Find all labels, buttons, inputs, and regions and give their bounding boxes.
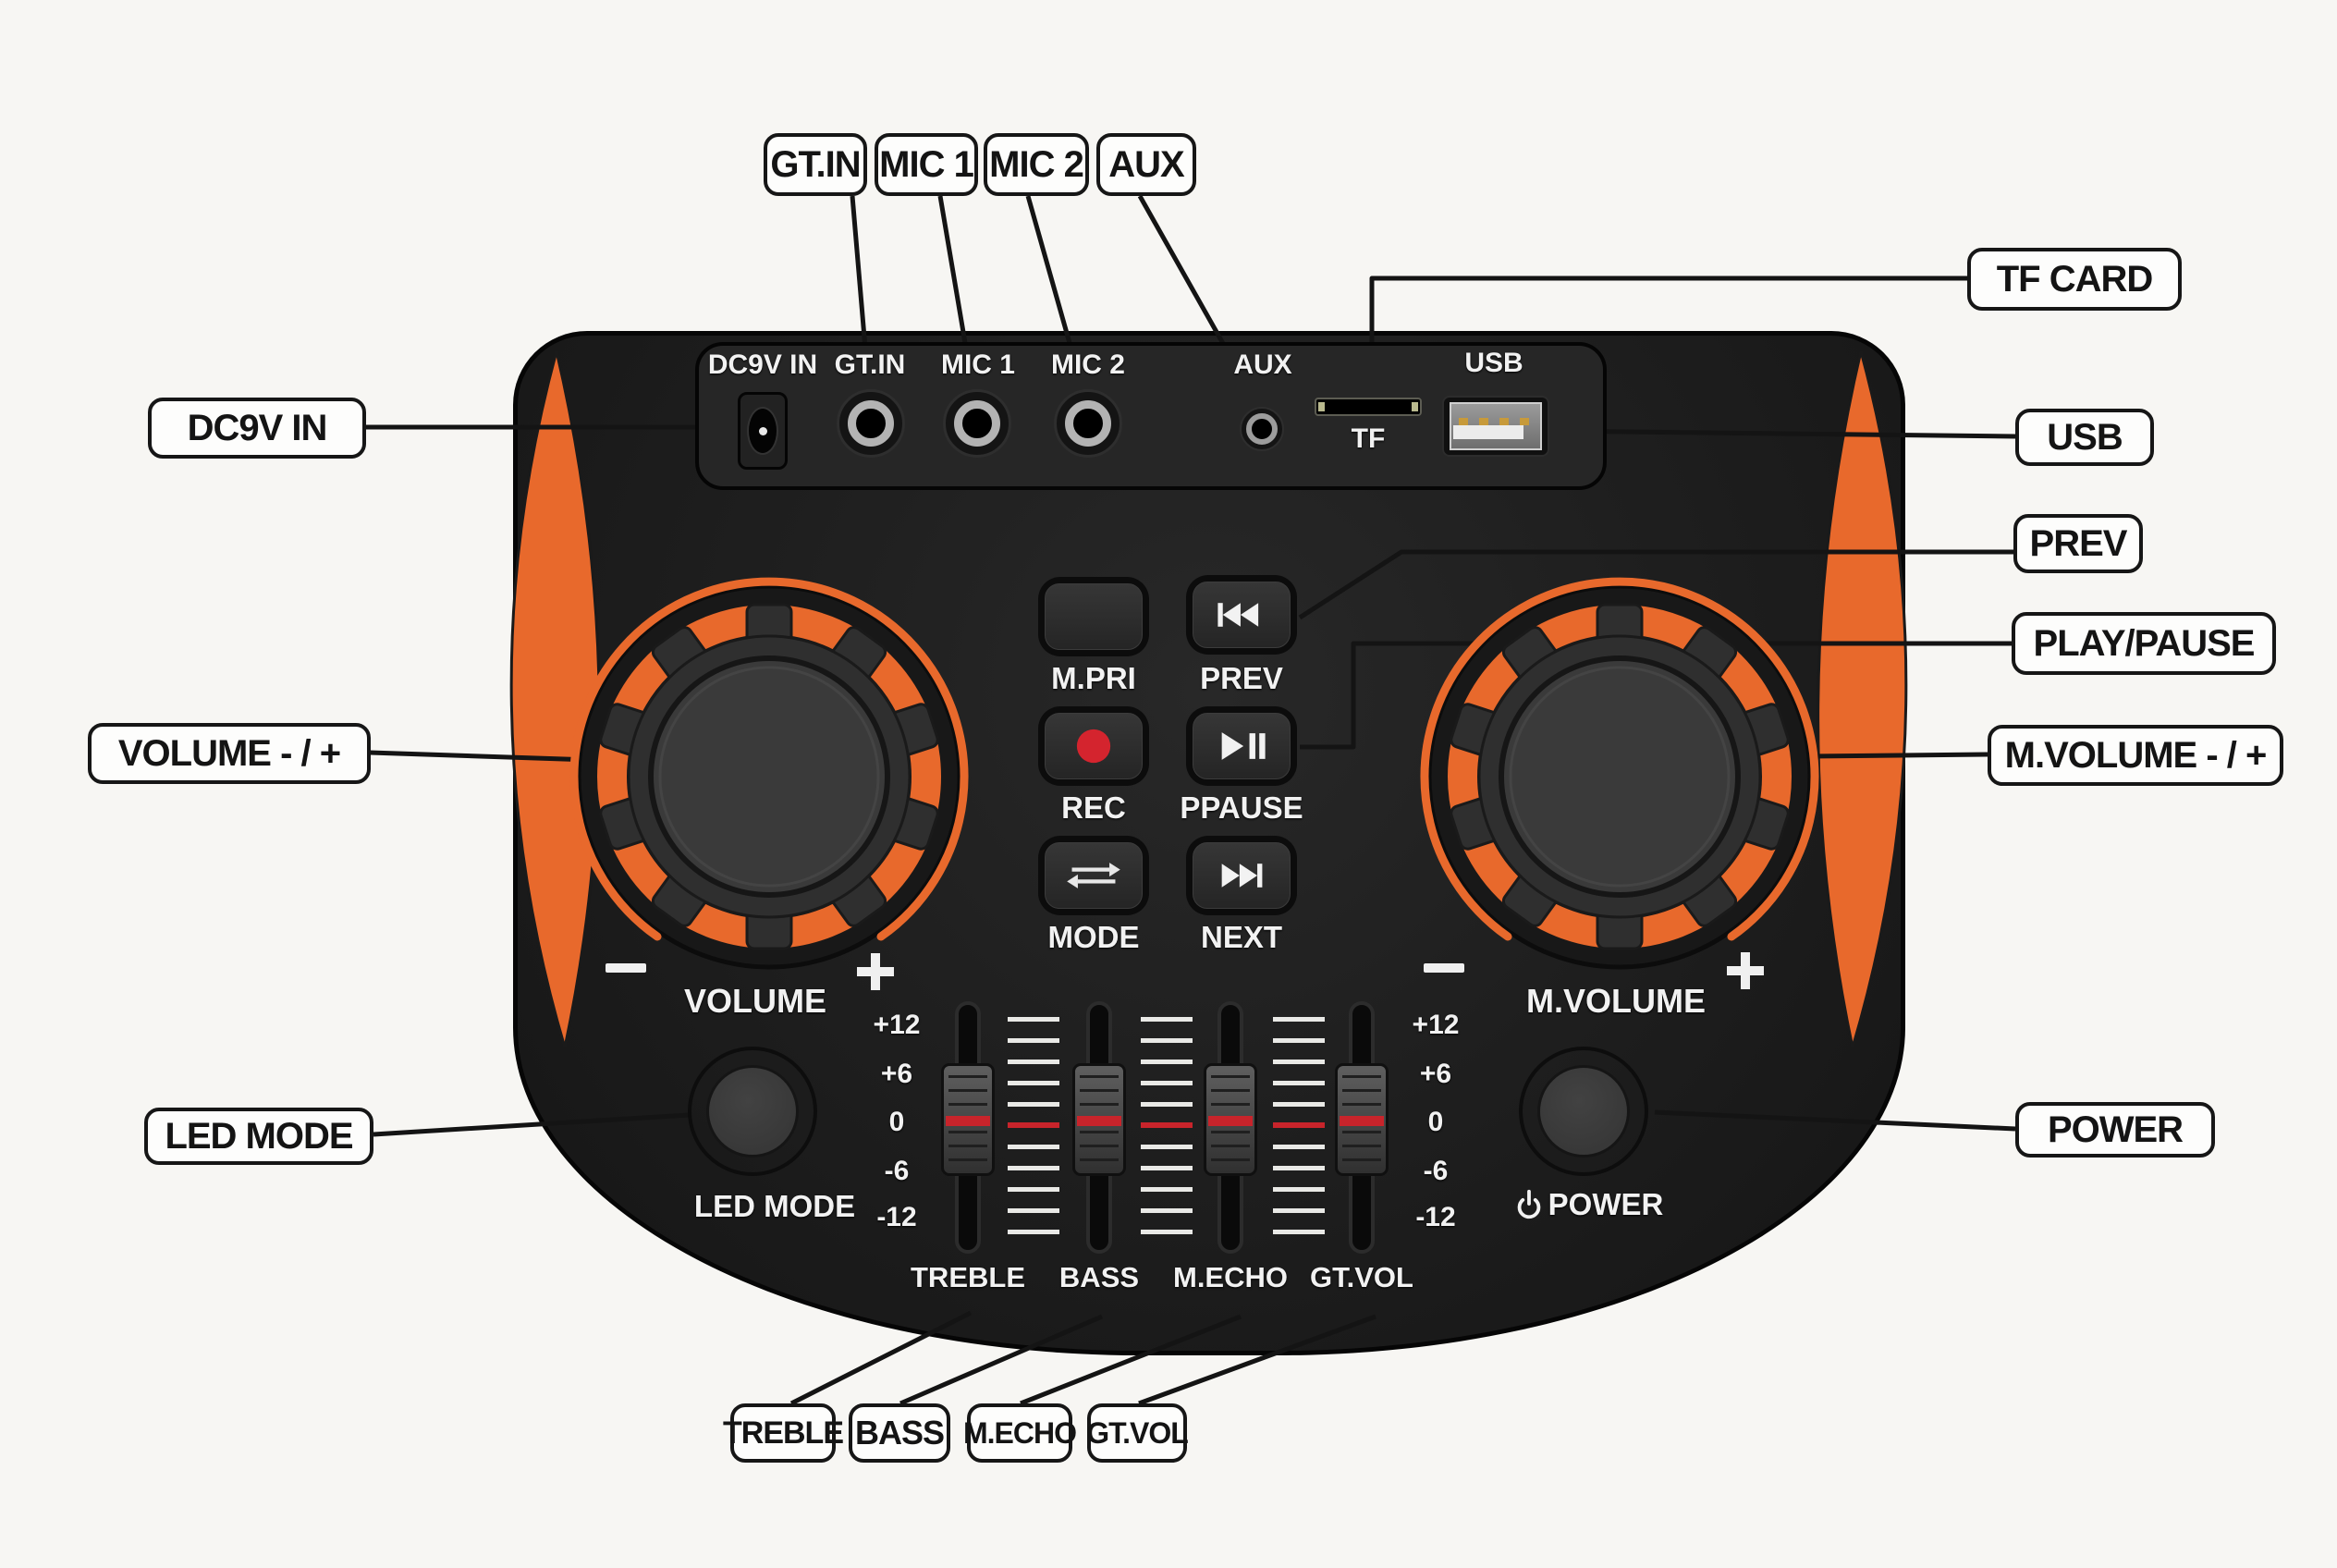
next-button[interactable]	[1186, 836, 1297, 915]
shuffle-arrows-icon	[1067, 863, 1120, 888]
scale-left-plus6: +6	[880, 1059, 913, 1089]
led-mode-panel-label: LED MODE	[693, 1189, 856, 1223]
power-panel-label: POWER	[1501, 1187, 1677, 1222]
skip-back-icon	[1217, 603, 1259, 627]
play-pause-icon	[1221, 732, 1266, 760]
gtin-jack	[837, 389, 905, 458]
led-mode-button[interactable]	[688, 1047, 817, 1176]
next-label: NEXT	[1200, 920, 1282, 954]
play-pause-button[interactable]	[1186, 706, 1297, 786]
callout-volume: VOLUME - / +	[88, 723, 371, 784]
callout-dc9v-in: DC9V IN	[148, 398, 366, 459]
skip-forward-icon	[1221, 864, 1263, 888]
callout-mic2: MIC 2	[984, 133, 1089, 196]
scale-right-0: 0	[1427, 1107, 1444, 1137]
callout-led-mode: LED MODE	[144, 1108, 373, 1165]
callout-mic1: MIC 1	[875, 133, 978, 196]
tf-card-slot	[1315, 398, 1422, 416]
m-volume-knob-label: M.VOLUME	[1526, 982, 1706, 1020]
aux-jack	[1240, 407, 1284, 451]
callout-power: POWER	[2015, 1102, 2215, 1158]
treble-slider-handle[interactable]	[941, 1063, 995, 1176]
power-button[interactable]	[1519, 1047, 1648, 1176]
callout-aux: AUX	[1096, 133, 1196, 196]
mode-label: MODE	[1047, 920, 1140, 954]
scale-left-minus6: -6	[884, 1156, 910, 1186]
callout-bass: BASS	[849, 1403, 950, 1463]
bass-panel-label: BASS	[1058, 1261, 1140, 1293]
callout-play-pause: PLAY/PAUSE	[2012, 612, 2276, 675]
prev-label: PREV	[1200, 661, 1283, 695]
scale-right-minus12: -12	[1415, 1202, 1456, 1232]
mode-button[interactable]	[1038, 836, 1149, 915]
callout-prev: PREV	[2013, 514, 2143, 573]
scale-left-0: 0	[888, 1107, 905, 1137]
scale-left-minus12: -12	[876, 1202, 917, 1232]
m-pri-label: M.PRI	[1051, 661, 1136, 695]
bass-slider-handle[interactable]	[1072, 1063, 1126, 1176]
callout-usb: USB	[2015, 409, 2154, 466]
power-icon	[1517, 1189, 1540, 1219]
tf-port-label: TF	[1351, 423, 1386, 454]
mic1-jack	[943, 389, 1011, 458]
usb-port-label: USB	[1464, 348, 1523, 378]
m-pri-button[interactable]	[1038, 577, 1149, 656]
gt-vol-slider-handle[interactable]	[1335, 1063, 1389, 1176]
callout-treble: TREBLE	[723, 1403, 844, 1463]
prev-button[interactable]	[1186, 575, 1297, 655]
scale-right-minus6: -6	[1423, 1156, 1449, 1186]
volume-minus-sign	[606, 963, 646, 973]
m-echo-slider-handle[interactable]	[1204, 1063, 1257, 1176]
usb-tongue	[1453, 425, 1523, 439]
usb-port	[1442, 396, 1549, 457]
scale-left-plus12: +12	[873, 1010, 921, 1040]
mic2-jack	[1054, 389, 1122, 458]
volume-knob-label: VOLUME	[683, 982, 826, 1020]
play-pause-label: PPAUSE	[1180, 790, 1303, 825]
treble-panel-label: TREBLE	[911, 1261, 1025, 1293]
scale-right-plus12: +12	[1412, 1010, 1460, 1040]
callout-tf-card: TF CARD	[1967, 248, 2182, 311]
callout-gt-vol: GT.VOL	[1086, 1403, 1189, 1463]
dc-power-jack	[738, 392, 788, 470]
rec-label: REC	[1061, 790, 1126, 825]
mic1-port-label: MIC 1	[940, 349, 1015, 380]
gtin-port-label: GT.IN	[834, 349, 906, 380]
scale-right-plus6: +6	[1419, 1059, 1452, 1089]
dc-jack-opening	[747, 407, 778, 455]
record-dot-icon	[1076, 729, 1111, 764]
callout-gt-in: GT.IN	[764, 133, 867, 196]
aux-port-label: AUX	[1233, 349, 1292, 380]
callout-m-volume: M.VOLUME - / +	[1988, 725, 2283, 786]
m-volume-minus-sign	[1424, 963, 1464, 973]
m-echo-panel-label: M.ECHO	[1173, 1261, 1288, 1293]
rec-button[interactable]	[1038, 706, 1149, 786]
mic2-port-label: MIC 2	[1050, 349, 1125, 380]
dc9v-port-label: DC9V IN	[707, 349, 818, 380]
gt-vol-panel-label: GT.VOL	[1310, 1261, 1413, 1293]
callout-m-echo: M.ECHO	[963, 1403, 1077, 1463]
